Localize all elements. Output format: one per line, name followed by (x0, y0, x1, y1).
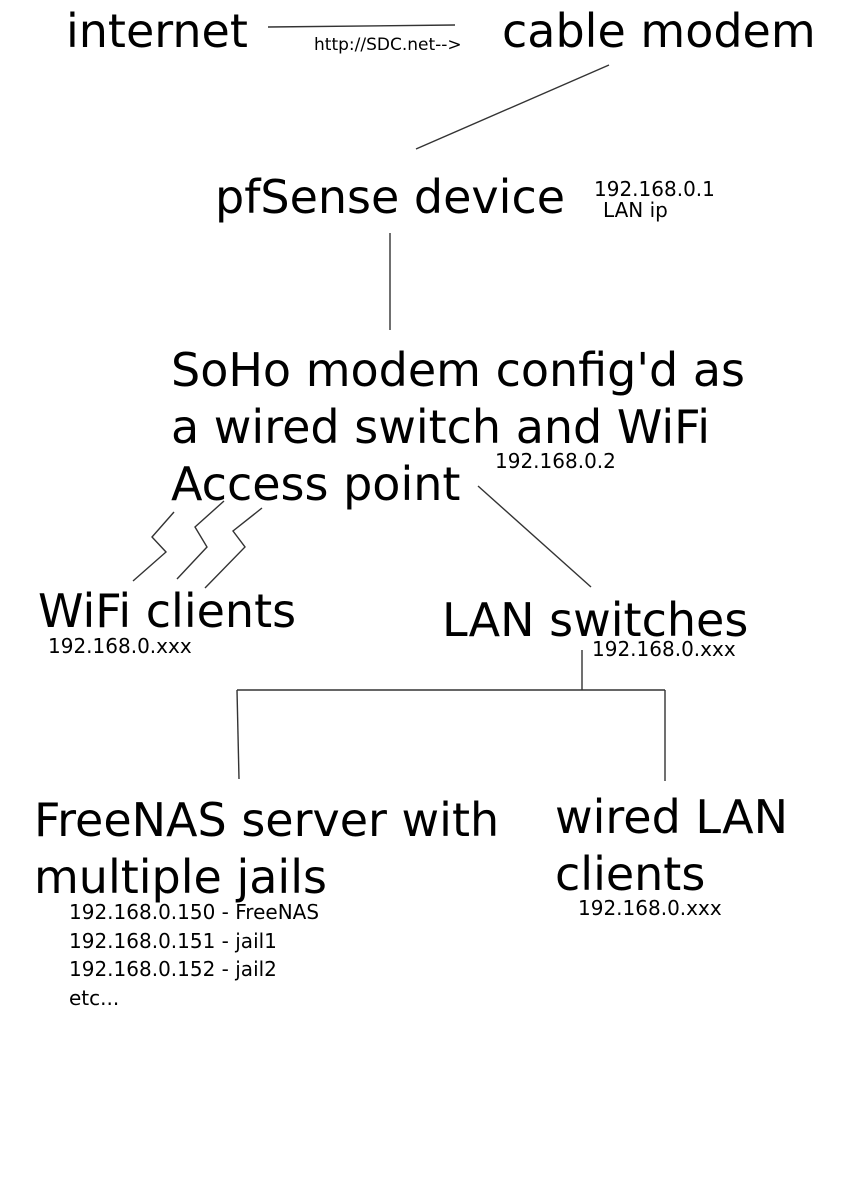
wifi-signal-bolt-3 (204, 507, 263, 589)
pfsense-ip-note: LAN ip (603, 198, 668, 222)
soho-ip: 192.168.0.2 (495, 449, 616, 473)
wifi-signal-bolt-1 (132, 511, 175, 582)
node-pfsense: pfSense device (215, 170, 566, 224)
node-lan-switches: LAN switches (442, 593, 749, 647)
soho-label-line: Access point (171, 457, 461, 511)
freenas-detail-line: 192.168.0.152 - jail2 (69, 957, 277, 981)
wired-lan-label-line: clients (555, 847, 706, 901)
freenas-detail-line: etc... (69, 985, 120, 1010)
wifi-signal-bolt-2 (176, 500, 225, 580)
soho-label-line: a wired switch and WiFi (171, 400, 711, 454)
node-cable-modem: cable modem (502, 4, 816, 58)
node-internet: internet (66, 4, 248, 58)
wired-lan-clients-ip: 192.168.0.xxx (578, 896, 722, 920)
freenas-detail-line: 192.168.0.151 - jail1 (69, 928, 277, 953)
pfsense-ip: 192.168.0.1 (594, 177, 715, 201)
edge-label-internet-modem: http://SDC.net--> (314, 35, 462, 55)
soho-label-line: SoHo modem config'd as (171, 343, 745, 397)
wifi-clients-ip: 192.168.0.xxx (48, 634, 192, 658)
wired-lan-label-line: wired LAN (555, 790, 788, 844)
edge-soho-lan-switches (477, 485, 592, 588)
freenas-label-line: multiple jails (34, 850, 327, 904)
node-wired-lan-clients: wired LAN clients (555, 789, 788, 903)
edge-bus-freenas (236, 689, 240, 780)
node-freenas: FreeNAS server with multiple jails (34, 792, 499, 906)
edge-cable-modem-pfsense (415, 64, 610, 150)
node-soho-modem: SoHo modem config'd as a wired switch an… (171, 342, 745, 513)
freenas-label-line: FreeNAS server with (34, 793, 500, 847)
freenas-detail-line: 192.168.0.150 - FreeNAS (69, 900, 320, 924)
node-wifi-clients: WiFi clients (38, 584, 297, 638)
lan-switches-ip: 192.168.0.xxx (592, 637, 736, 661)
freenas-details: 192.168.0.150 - FreeNAS 192.168.0.151 - … (69, 898, 319, 1012)
edge-internet-cable-modem (267, 24, 456, 28)
